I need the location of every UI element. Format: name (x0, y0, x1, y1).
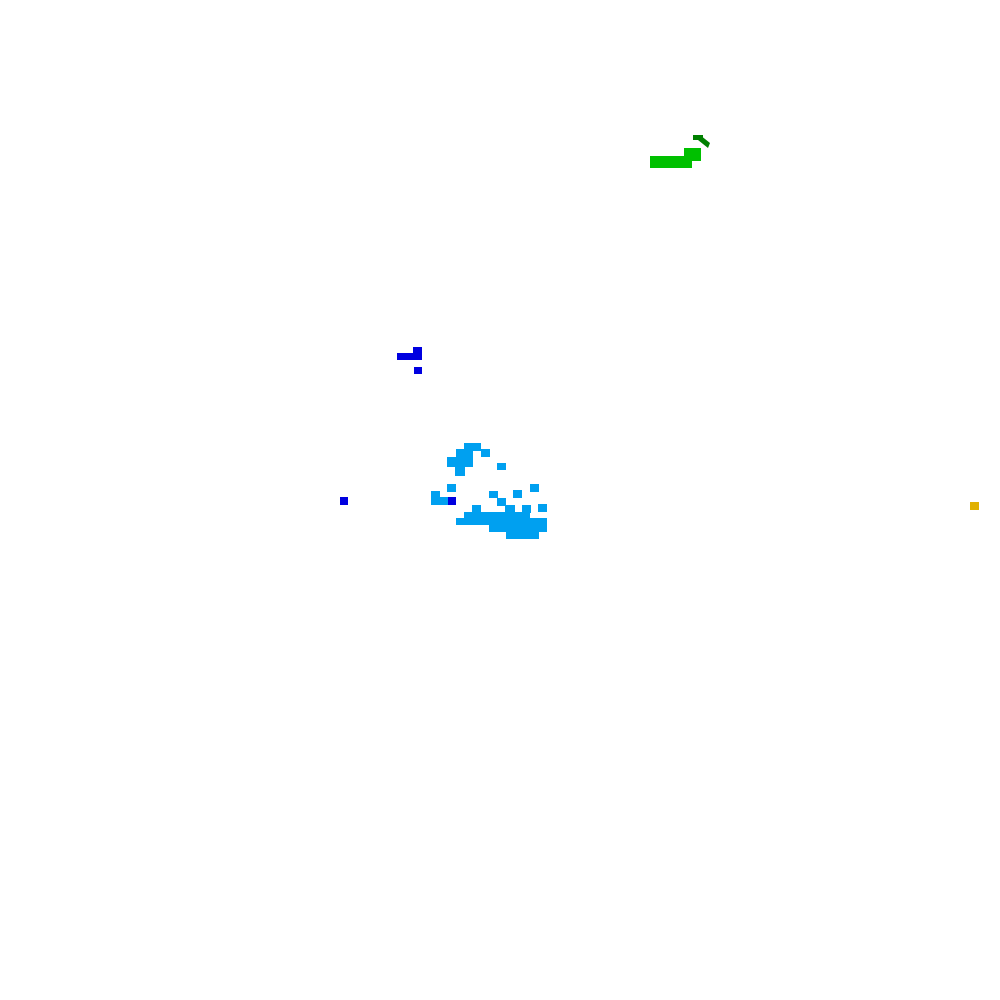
blue-cell (413, 347, 422, 354)
light-blue-cell (505, 505, 515, 513)
light-blue-cell (431, 497, 448, 505)
light-blue-cell (464, 512, 530, 521)
light-blue-cell (530, 484, 539, 492)
light-blue-cluster (431, 443, 547, 539)
light-blue-cell (489, 518, 547, 532)
dark-green-cell (698, 135, 710, 148)
blue-cluster (340, 347, 456, 505)
yellow-cluster (970, 502, 979, 510)
light-blue-cell (431, 491, 440, 499)
light-blue-cell (522, 505, 531, 513)
light-blue-cell (455, 466, 465, 476)
light-blue-cell (447, 457, 473, 467)
blue-cell (397, 353, 422, 360)
light-blue-cell (464, 443, 481, 451)
dark-green-cell (693, 135, 703, 140)
light-blue-cell (497, 463, 506, 470)
blue-cell (414, 367, 422, 374)
blue-cell (447, 497, 456, 505)
green-cluster (650, 135, 710, 168)
light-blue-cell (489, 491, 498, 498)
green-cell (684, 148, 701, 161)
light-blue-cell (456, 449, 473, 459)
light-blue-cell (472, 505, 481, 513)
light-blue-cell (481, 449, 490, 457)
light-blue-cell (513, 490, 522, 498)
light-blue-cell (538, 504, 547, 512)
light-blue-cell (447, 484, 456, 492)
yellow-cell (970, 502, 979, 510)
green-cell (650, 156, 692, 168)
light-blue-cell (497, 498, 506, 506)
light-blue-cell (506, 531, 539, 539)
blue-cell (340, 497, 348, 505)
